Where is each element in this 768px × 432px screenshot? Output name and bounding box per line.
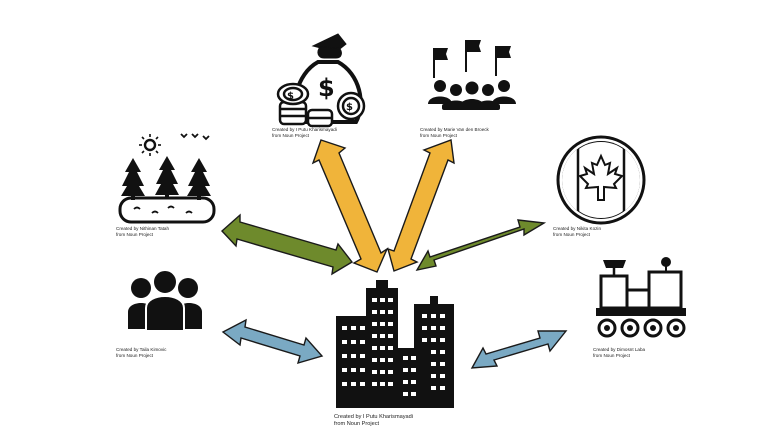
credit-people-line1: Created by Taila Kimovic [116,347,167,352]
nature-landscape-icon [118,133,216,224]
credit-canada-line1: Created by Nikita Kozin [553,226,602,231]
credit-nature: Created by Nithinan Tatah from Noun Proj… [116,226,226,237]
people-group-icon [128,269,202,332]
credit-city-line1: Created by I Putu Kharismayadi [334,414,413,420]
credit-city: Created by I Putu Kharismayadi from Noun… [334,414,474,428]
arrow-protest-center [386,139,455,272]
credit-money: Created by I Putu Kharismayadi from Noun… [272,127,382,138]
arrow-rover-city [470,330,568,369]
credit-protest: Created by Marie Van den Broeck from Nou… [420,127,530,138]
credit-people-line2: from Noun Project [116,352,154,358]
arrow-canada-center [415,219,547,272]
credit-canada: Created by Nikita Kozin from Noun Projec… [553,226,663,237]
credit-city-line2: from Noun Project [334,421,380,427]
credit-nature-line1: Created by Nithinan Tatah [116,226,170,231]
credit-rover-line2: from Noun Project [593,352,631,358]
canada-flag-icon [556,135,646,225]
arrow-nature-center [220,213,354,276]
svg-text:$: $ [346,102,353,113]
credit-rover: Created by Dimosnt Laba from Noun Projec… [593,347,703,358]
arrows [220,139,568,369]
credit-protest-line1: Created by Marie Van den Broeck [420,127,489,132]
credit-canada-line2: from Noun Project [553,231,591,237]
svg-text:$: $ [287,91,294,102]
credit-people: Created by Taila Kimovic from Noun Proje… [116,347,226,358]
credit-rover-line1: Created by Dimosnt Laba [593,347,646,352]
money-bag-icon: $ $ $ [276,33,366,128]
arrow-money-center [311,139,389,273]
svg-text:$: $ [318,74,335,102]
city-buildings-icon [336,280,454,408]
credit-protest-line2: from Noun Project [420,132,458,138]
credit-money-line2: from Noun Project [272,132,310,138]
protest-crowd-icon [428,40,516,110]
credit-money-line1: Created by I Putu Kharismayadi [272,127,337,132]
credit-nature-line2: from Noun Project [116,231,154,237]
arrow-people-city [221,318,324,365]
space-rover-icon [596,257,686,338]
